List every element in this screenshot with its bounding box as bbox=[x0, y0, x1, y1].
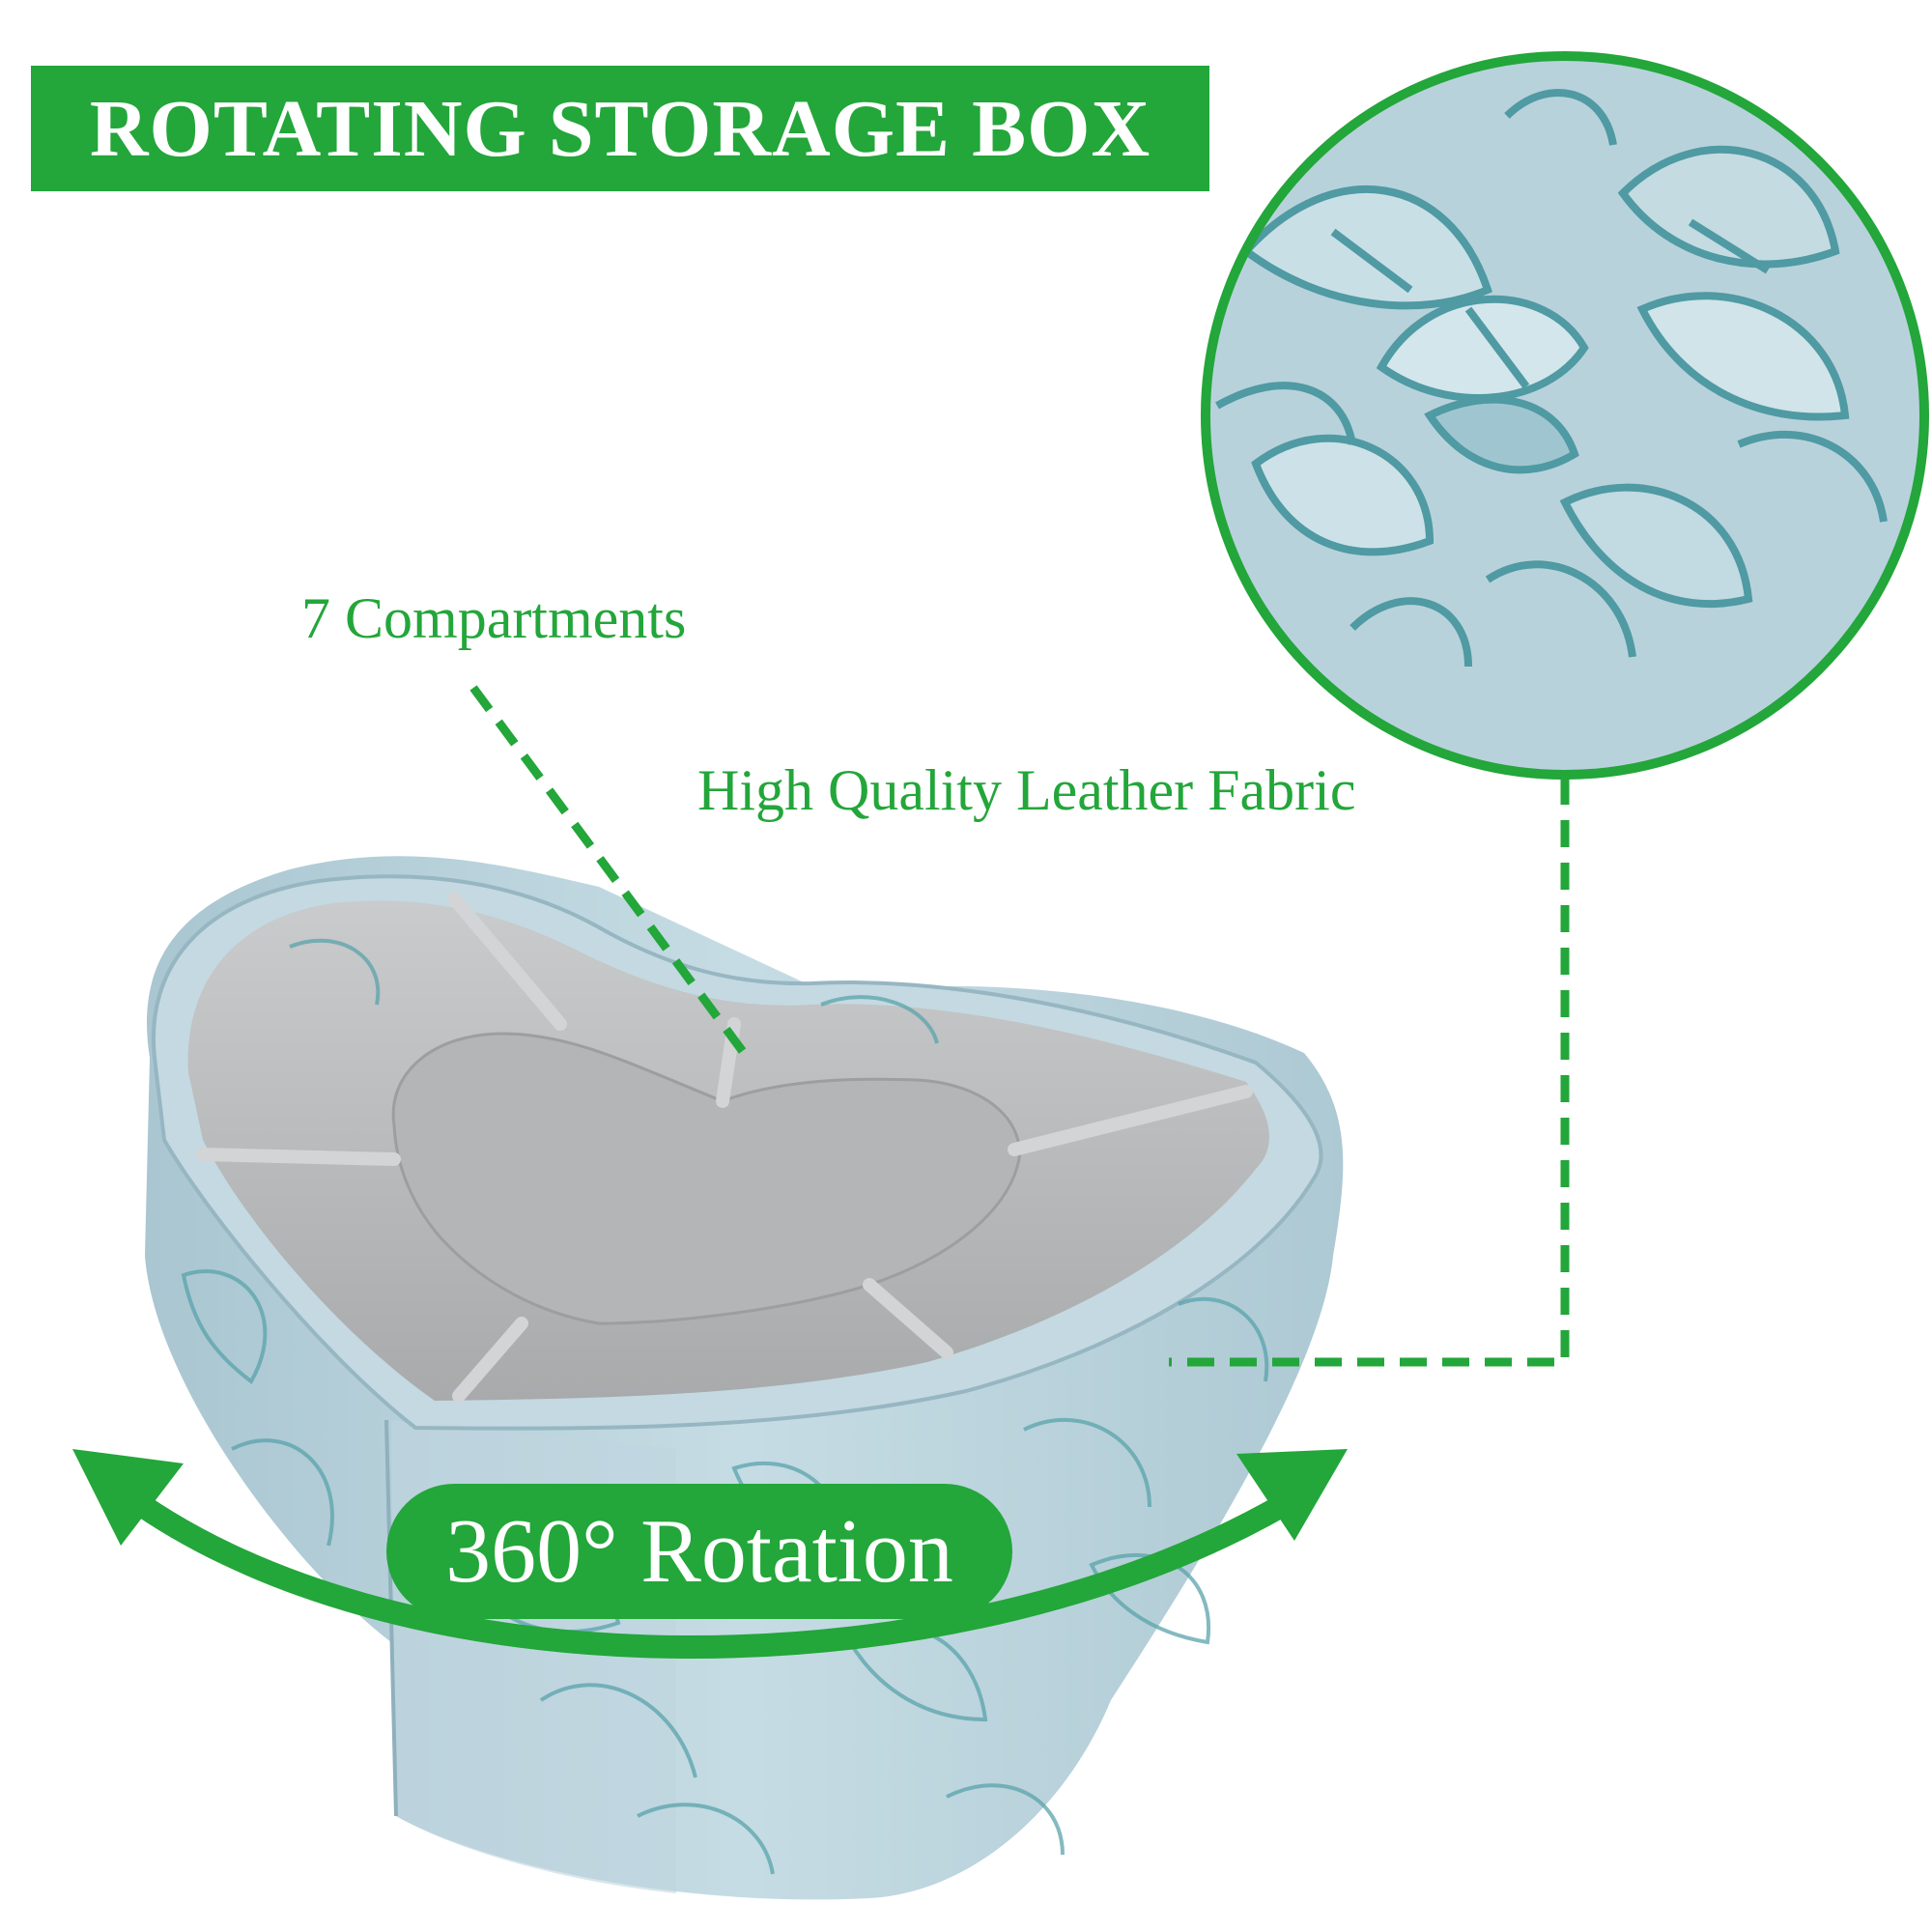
rotation-callout-badge: 360° Rotation bbox=[386, 1484, 1012, 1619]
compartment-dividers bbox=[196, 892, 1253, 1403]
compartments-callout-label: 7 Compartments bbox=[301, 586, 687, 650]
inner-heart-compartment bbox=[391, 1032, 1021, 1325]
callout-leader-lines bbox=[469, 685, 1570, 1367]
leather-callout-label: High Quality Leather Fabric bbox=[697, 758, 1356, 822]
heart-storage-box bbox=[145, 856, 1344, 1900]
title-banner: ROTATING STORAGE BOX bbox=[31, 66, 1209, 191]
compartments-leader-line bbox=[469, 685, 748, 1056]
leather-leader-line bbox=[1169, 778, 1570, 1367]
double-headed-curved-arrow-icon bbox=[72, 1449, 1348, 1659]
leather-texture-magnifier bbox=[1201, 51, 1929, 780]
